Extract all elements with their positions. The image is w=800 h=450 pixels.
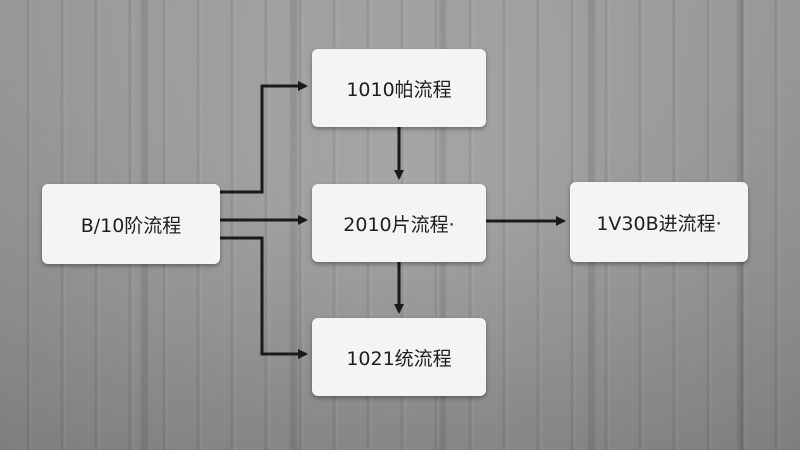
- flow-node-bottom-label: 1021统流程: [346, 347, 452, 370]
- flow-node-middle: 2010片流程·: [312, 184, 486, 262]
- flow-node-left: B/10阶流程: [42, 184, 220, 264]
- flow-node-right-label: 1V30B进流程·: [596, 212, 722, 235]
- flow-node-right: 1V30B进流程·: [570, 182, 748, 262]
- flow-node-middle-label: 2010片流程·: [343, 213, 455, 236]
- edge-left-to-top: [220, 81, 308, 194]
- flow-node-left-label: B/10阶流程: [80, 214, 182, 237]
- flow-node-top: 1010帕流程: [312, 49, 486, 127]
- flow-node-bottom: 1021统流程: [312, 318, 486, 396]
- flow-node-top-label: 1010帕流程: [346, 78, 452, 101]
- edge-left-to-bottom: [220, 236, 308, 359]
